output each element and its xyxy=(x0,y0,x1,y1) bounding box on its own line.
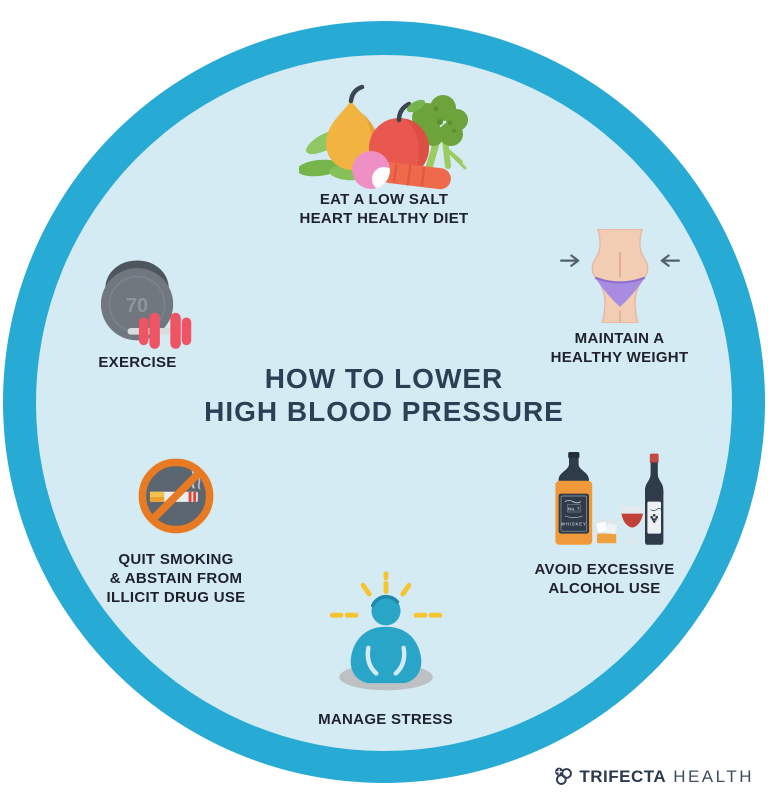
weight-label-line-1: MAINTAIN A xyxy=(574,330,665,347)
alcohol-label: AVOID EXCESSIVE ALCOHOL USE xyxy=(534,560,674,598)
arrow-left-icon xyxy=(660,254,680,267)
diet-label-line-2: HEART HEALTHY DIET xyxy=(299,210,469,227)
exercise-label: EXERCISE xyxy=(98,353,176,372)
smoking-label: QUIT SMOKING & ABSTAIN FROM ILLICIT DRUG… xyxy=(107,550,246,607)
whiskey-no-text: No. 7 xyxy=(568,506,580,512)
smoking-label-line-2: & ABSTAIN FROM xyxy=(109,570,243,587)
tip-alcohol: No. 7 WHISKEY AVOID EXCESSIVE xyxy=(522,452,687,598)
exercise-label-line-1: EXERCISE xyxy=(98,354,177,371)
waist-icon xyxy=(559,229,680,323)
tip-stress: MANAGE STRESS xyxy=(298,570,473,729)
tip-weight: MAINTAIN A HEALTHY WEIGHT xyxy=(537,229,702,367)
diet-label-line-1: EAT A LOW SALT xyxy=(319,191,449,208)
kettlebell-weight-text: 70 xyxy=(125,295,147,317)
alcohol-bottles-icon: No. 7 WHISKEY xyxy=(554,452,663,545)
smoking-label-line-1: QUIT SMOKING xyxy=(118,551,234,568)
trifecta-logo-icon xyxy=(555,767,573,785)
meditation-icon xyxy=(329,571,442,691)
stress-label: MANAGE STRESS xyxy=(318,710,453,729)
alcohol-label-line-1: AVOID EXCESSIVE xyxy=(534,561,675,578)
stress-rays-icon xyxy=(329,571,442,618)
brand-name-light: HEALTH xyxy=(673,766,754,786)
title-line-2: HIGH BLOOD PRESSURE xyxy=(204,396,564,427)
fruits-vegetables-icon xyxy=(299,84,468,190)
weight-label-line-2: HEALTHY WEIGHT xyxy=(550,349,689,366)
title-line-1: HOW TO LOWER xyxy=(264,363,504,394)
weight-label: MAINTAIN A HEALTHY WEIGHT xyxy=(551,329,689,367)
arrow-right-icon xyxy=(559,254,579,267)
whiskey-word-text: WHISKEY xyxy=(560,522,586,527)
kettlebell-dumbbell-icon: 70 xyxy=(100,260,191,349)
page-title: HOW TO LOWER HIGH BLOOD PRESSURE xyxy=(164,362,604,428)
brand-logo: TRIFECTA HEALTH xyxy=(553,766,754,787)
tip-diet: EAT A LOW SALT HEART HEALTHY DIET xyxy=(244,78,524,228)
alcohol-label-line-2: ALCOHOL USE xyxy=(548,580,661,597)
no-smoking-icon xyxy=(138,458,214,534)
tip-exercise: 70 EXERCISE xyxy=(70,246,205,372)
stress-label-line-1: MANAGE STRESS xyxy=(318,711,453,728)
smoking-label-line-3: ILLICIT DRUG USE xyxy=(106,589,246,606)
tip-smoking: QUIT SMOKING & ABSTAIN FROM ILLICIT DRUG… xyxy=(86,454,266,607)
diet-label: EAT A LOW SALT HEART HEALTHY DIET xyxy=(299,190,468,228)
brand-name-bold: TRIFECTA xyxy=(579,766,667,786)
